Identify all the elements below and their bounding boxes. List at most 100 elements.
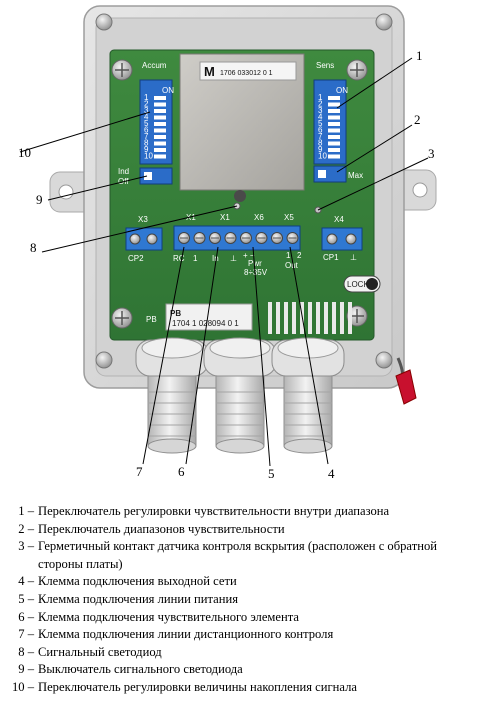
legend-number: 4 – xyxy=(18,574,34,589)
legend-text: Клемма подключения линии питания xyxy=(38,591,239,606)
out-two-label: 2 xyxy=(297,251,302,260)
dip-accum-lever xyxy=(154,96,166,100)
legend-number: 9 – xyxy=(18,662,34,677)
callout-6: 6 xyxy=(178,464,185,479)
dip-sens-number: 2 xyxy=(318,100,323,109)
leader-8 xyxy=(41,205,238,253)
leader-10 xyxy=(19,111,151,153)
dip-sens-number: 7 xyxy=(318,132,323,141)
gland-body xyxy=(147,375,197,447)
callout-3: 3 xyxy=(428,146,435,161)
dip-accum-lever xyxy=(154,109,166,113)
dip-accum-number: 6 xyxy=(144,126,149,135)
legend-item: 10 –Переключатель регулировки величины н… xyxy=(0,679,485,697)
dip-accum-number: 4 xyxy=(144,113,149,122)
vent-slot xyxy=(292,302,296,334)
dip-accum-lever xyxy=(154,102,166,107)
legend-number: 6 – xyxy=(18,609,34,624)
legend-text: Выключатель сигнального светодиода xyxy=(38,662,243,677)
legend-text: Сигнальный светодиод xyxy=(38,644,162,659)
legend-text: Переключатель регулировки чувствительнос… xyxy=(38,504,390,518)
legend-text: Клемма подключения чувствительного элеме… xyxy=(38,609,299,624)
vent-slot xyxy=(316,302,320,334)
dip-accum-lever xyxy=(154,122,166,126)
dip-accum-lever xyxy=(154,141,166,146)
lock-label: LOCK xyxy=(347,280,369,289)
leader-4 xyxy=(289,246,329,465)
vent-slot xyxy=(324,302,328,334)
gland-end xyxy=(215,438,265,454)
range-switch: Max xyxy=(313,165,363,183)
vent-slot xyxy=(268,302,272,334)
dip-accum-number: 9 xyxy=(144,145,149,154)
dip-accum-lever xyxy=(154,154,166,159)
legend-number: 3 – xyxy=(18,539,34,554)
callout-8: 8 xyxy=(30,240,37,255)
lock-sticker: LOCK xyxy=(343,275,381,293)
leader-9 xyxy=(47,175,148,201)
red-connector xyxy=(395,357,417,405)
callout-7: 7 xyxy=(136,464,143,479)
legend-item: 9 – Выключатель сигнального светодиода xyxy=(0,661,485,679)
pb-code: 1704 1 028094 0 1 xyxy=(172,319,239,328)
cp2-label: CP2 xyxy=(128,254,144,263)
gland-cap xyxy=(209,337,271,359)
legend-text: Переключатель диапазонов чувствительност… xyxy=(38,521,285,536)
gland-body xyxy=(283,375,333,447)
out-label: Out xyxy=(285,261,299,270)
dip-sens-number: 8 xyxy=(318,139,323,148)
terminal-block-cp1 xyxy=(321,227,363,251)
dip-accum-number: 8 xyxy=(144,139,149,148)
dip-sens-number: 1 xyxy=(318,93,323,102)
sens-label: Sens xyxy=(316,61,334,70)
dip-on-label-right: ON xyxy=(336,86,348,95)
legend-item: 8 – Сигнальный светодиод xyxy=(0,644,485,662)
dip-accum-lever xyxy=(154,135,166,139)
dip-accum-lever xyxy=(154,115,166,120)
legend-item: 7 –Клемма подключения линии дистанционно… xyxy=(0,626,485,644)
legend-number: 8 – xyxy=(18,644,34,659)
gland-cap xyxy=(141,337,203,359)
out-one-label: 1 xyxy=(286,251,291,260)
ind-label: Ind xyxy=(118,167,129,176)
x3-label: X3 xyxy=(138,215,148,224)
x1-label-a: X1 xyxy=(186,213,196,222)
callout-4: 4 xyxy=(328,466,335,481)
cp1-label: CP1 xyxy=(323,253,339,262)
dip-on-label: ON xyxy=(162,86,174,95)
leader-5 xyxy=(252,246,271,467)
cable-glands xyxy=(135,337,345,454)
legend-number: 5 – xyxy=(18,591,34,606)
x5-label: X5 xyxy=(284,213,294,222)
dip-sens-number: 4 xyxy=(318,113,323,122)
corner-screws xyxy=(95,13,393,369)
dip-sens-number: 3 xyxy=(318,106,323,115)
board-screws xyxy=(111,59,368,329)
x1-label-b: X1 xyxy=(220,213,230,222)
module-code: 1706 033012 0 1 xyxy=(220,70,273,77)
rc-label: RC xyxy=(173,254,185,263)
dip-sens-number: 6 xyxy=(318,126,323,135)
dip-sens-number: 10 xyxy=(318,152,327,161)
leader-3 xyxy=(317,157,429,211)
dip-sens-lever xyxy=(328,109,340,113)
dip-accum-number: 2 xyxy=(144,100,149,109)
ground-label: ⊥ xyxy=(230,254,237,263)
terminal-block-cp2 xyxy=(125,227,163,251)
leader-6 xyxy=(185,246,219,465)
callout-1: 1 xyxy=(416,48,423,63)
legend-list: 1 –Переключатель регулировки чувствитель… xyxy=(0,503,485,697)
dip-sens-lever xyxy=(328,148,340,152)
callout-2: 2 xyxy=(414,112,421,127)
dip-accum-number: 10 xyxy=(144,152,153,161)
leader-2 xyxy=(336,124,413,173)
vent-slot xyxy=(308,302,312,334)
legend-item: 3 –Герметичный контакт датчика контроля … xyxy=(0,538,485,573)
dip-sens-lever xyxy=(328,141,340,146)
x6-label: X6 xyxy=(254,213,264,222)
dip-sens-lever xyxy=(328,115,340,120)
plus-minus-label: + − xyxy=(243,251,255,260)
dip-accum-lever xyxy=(154,128,166,133)
legend-number: 7 – xyxy=(18,627,34,642)
